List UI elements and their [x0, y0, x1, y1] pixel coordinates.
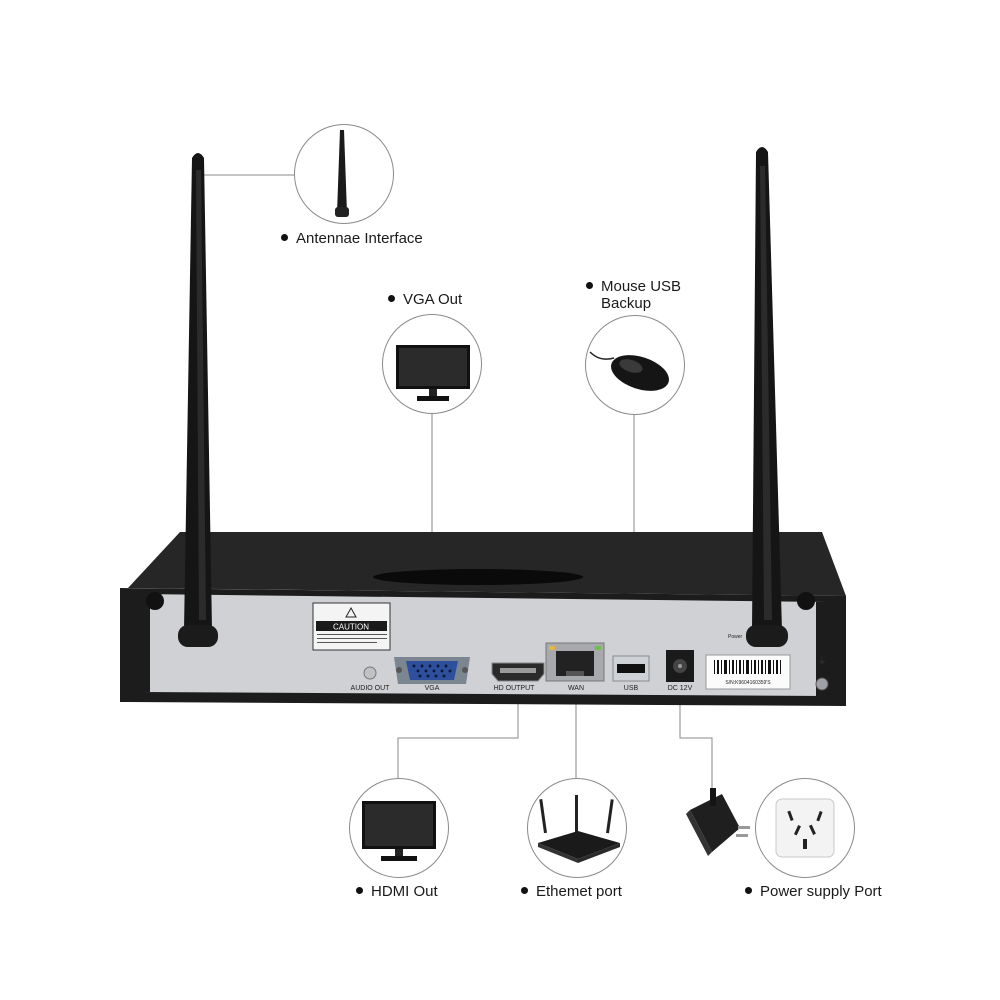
- serial-sticker: S/N:K9604160359'S: [705, 654, 791, 690]
- callout-antennae: Antennae Interface: [281, 230, 423, 247]
- power-supply-label: Power supply Port: [760, 883, 882, 900]
- serial-number-label: S/N:K9604160359'S: [725, 680, 771, 686]
- callout-hdmi: HDMI Out: [356, 883, 438, 900]
- wall-socket-bubble: [755, 778, 855, 878]
- ground-icon: ⏚: [817, 655, 827, 667]
- dc-label: DC 12V: [668, 685, 693, 692]
- hd-output-label: HD OUTPUT: [494, 685, 536, 692]
- caution-sticker: CAUTION: [312, 602, 391, 651]
- callout-ethernet: Ethemet port: [521, 883, 622, 900]
- monitor-icon: [362, 801, 436, 861]
- router-icon: [538, 795, 620, 863]
- bullet-icon: [586, 282, 593, 289]
- device-top: [128, 532, 846, 596]
- ethernet-label: Ethemet port: [536, 883, 622, 900]
- bullet-icon: [356, 887, 363, 894]
- leader-line-hdmi: [397, 690, 519, 778]
- vga-out-label: VGA Out: [403, 291, 463, 308]
- audio-out-jack: [363, 666, 377, 680]
- callout-vga: VGA Out: [388, 291, 462, 308]
- callout-power: Power supply Port: [745, 883, 882, 900]
- power-adapter-icon: [686, 788, 750, 856]
- audio-out-label: AUDIO OUT: [351, 685, 391, 692]
- vga-label: VGA: [425, 685, 440, 692]
- bullet-icon: [521, 887, 528, 894]
- wan-port: [545, 642, 605, 682]
- antenna-right-icon: [746, 147, 788, 647]
- bullet-icon: [388, 295, 395, 302]
- wall-socket-icon: [775, 798, 835, 858]
- leader-line-dc: [679, 688, 713, 790]
- monitor-icon: [396, 345, 470, 401]
- power-label: Power: [728, 634, 743, 640]
- hdmi-port: [491, 662, 545, 682]
- antenna-left-icon: [178, 153, 218, 647]
- wan-label: WAN: [568, 685, 584, 692]
- mouse-usb-label: Mouse USB Backup: [601, 278, 682, 312]
- caution-label: CAUTION: [333, 623, 369, 632]
- antenna-mount-left: [146, 592, 164, 610]
- router-bubble: [527, 778, 627, 878]
- hdmi-out-label: HDMI Out: [371, 883, 438, 900]
- mouse-icon: [589, 351, 669, 391]
- usb-port: [612, 655, 650, 682]
- bullet-icon: [745, 887, 752, 894]
- bullet-icon: [281, 234, 288, 241]
- callout-mouse: Mouse USB Backup: [586, 278, 681, 312]
- antenna-icon: [335, 130, 349, 217]
- antennae-label: Antennae Interface: [296, 230, 423, 247]
- antenna-mount-right: [797, 592, 815, 610]
- antenna-bubble: [294, 124, 394, 224]
- hdmi-monitor-bubble: [349, 778, 449, 878]
- top-vent: [373, 569, 583, 585]
- dc-port: [666, 650, 694, 682]
- ground-screw: [815, 677, 829, 691]
- usb-label: USB: [624, 685, 639, 692]
- back-panel: [140, 594, 826, 696]
- vga-monitor-bubble: [382, 314, 482, 414]
- vga-port: [394, 657, 470, 684]
- mouse-bubble: [585, 315, 685, 415]
